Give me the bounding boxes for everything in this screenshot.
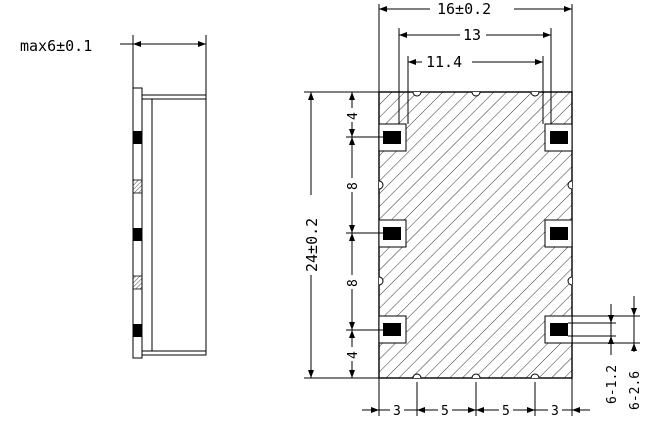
pad-left-1-copper: [383, 131, 401, 144]
dim-height-overall: 24±0.2: [303, 218, 321, 272]
right-pads: [544, 123, 573, 344]
top-view: 16±0.2 13 11.4 24±0.2: [302, 0, 643, 419]
dim-width-pad-inner: 11.4: [426, 53, 462, 71]
dim-bottom-seg-1: 3: [393, 404, 401, 419]
dim-pitch-top: 4: [346, 112, 361, 120]
side-height-label: max6±0.1: [20, 37, 92, 55]
module-body: [378, 91, 573, 379]
pad-left-2-copper: [383, 227, 401, 240]
side-view: max6±0.1: [20, 35, 207, 359]
pitch-dimensions: 4 8 8 4: [344, 92, 383, 378]
left-pads: [378, 123, 407, 344]
side-pcb: [132, 87, 143, 359]
top-dimensions: 16±0.2 13 11.4: [378, 0, 573, 124]
dim-pitch-lower: 8: [346, 279, 361, 287]
dim-width-pad-outer: 13: [463, 26, 481, 44]
pad-dimensions: 6-1.2 6-2.6: [568, 296, 643, 414]
dim-pitch-upper: 8: [346, 182, 361, 190]
height-dimension: 24±0.2: [302, 91, 379, 379]
pad-right-3-copper: [550, 323, 568, 336]
pad-right-2-copper: [550, 227, 568, 240]
side-pad-1: [133, 131, 142, 144]
dim-bottom-seg-3: 5: [502, 404, 510, 419]
side-arrow-left: [133, 41, 141, 47]
side-pad-4: [132, 275, 143, 290]
side-arrow-right: [198, 41, 206, 47]
side-pad-2: [132, 179, 143, 194]
bottom-dimensions: 3 5 5 3: [362, 378, 590, 419]
dim-pad-length: 6-2.6: [628, 371, 643, 410]
dim-pad-width: 6-1.2: [605, 365, 620, 404]
side-pad-5: [133, 324, 142, 337]
side-pad-3: [133, 228, 142, 241]
pad-left-2: [378, 219, 407, 248]
pad-left-3-copper: [383, 323, 401, 336]
pad-right-1-copper: [550, 131, 568, 144]
edge-notches: [378, 91, 573, 379]
dim-bottom-seg-2: 5: [441, 404, 449, 419]
dim-width-overall: 16±0.2: [437, 0, 491, 18]
dim-pitch-bottom: 4: [346, 351, 361, 359]
dim-bottom-seg-4: 3: [551, 404, 559, 419]
